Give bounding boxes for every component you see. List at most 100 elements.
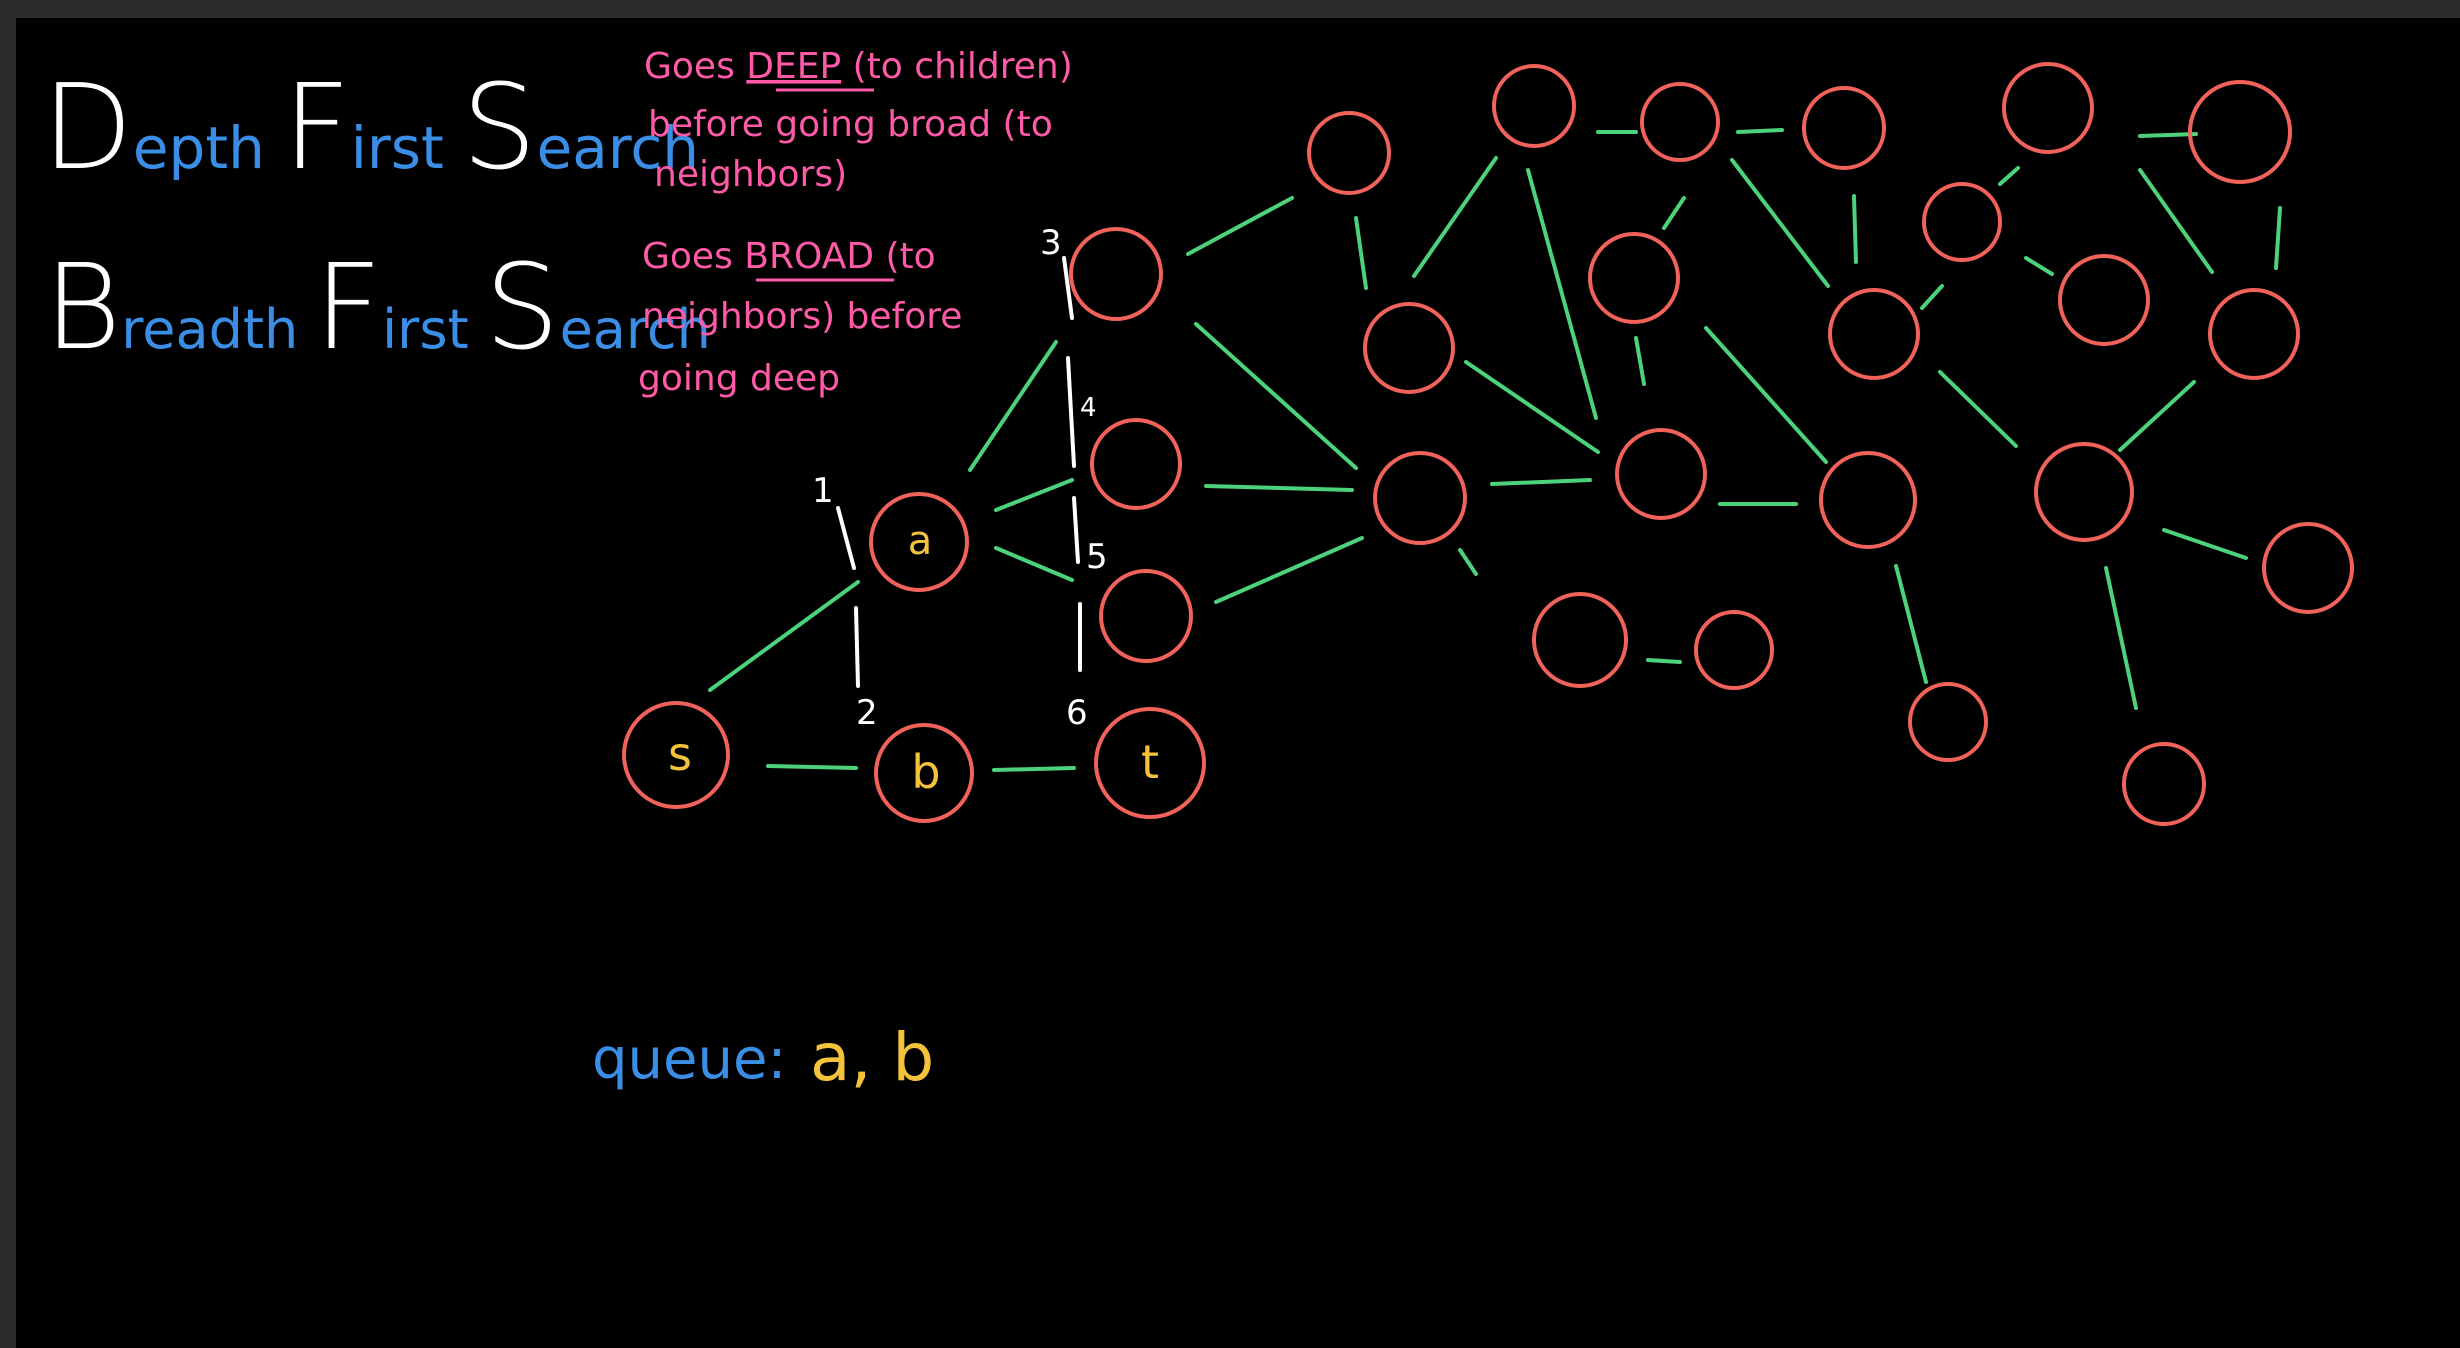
bfs-note-suffix: (to xyxy=(874,236,936,277)
order-mark-4 xyxy=(1066,356,1076,468)
bfs-title-letter-f: F xyxy=(314,238,382,376)
edge-r1-r5 xyxy=(2138,132,2198,138)
node-c2 xyxy=(1640,82,1720,162)
edge-c1-c6 xyxy=(1526,168,1598,420)
bfs-note-prefix: Goes xyxy=(642,236,744,277)
queue: queue: a, b xyxy=(592,1019,934,1096)
node-c8 xyxy=(1694,610,1774,690)
edge-m1-m3 xyxy=(1354,216,1368,290)
edge-c10-c11 xyxy=(1894,564,1928,684)
node-c1 xyxy=(1492,64,1576,148)
svg-text:Goes BROAD (to: Goes BROAD (to xyxy=(642,236,936,277)
order-mark-3 xyxy=(1062,256,1074,320)
edge-s-b xyxy=(766,764,858,770)
dfs-title-word-earch: earch xyxy=(537,114,699,182)
node-c10 xyxy=(1819,451,1917,549)
node-m5 xyxy=(1373,451,1467,545)
edge-r2-r3 xyxy=(2024,256,2054,276)
node-c6 xyxy=(1615,428,1707,520)
bfs-note-broad: BROAD xyxy=(744,236,874,277)
dfs-title-letter-f: F xyxy=(283,58,351,196)
dfs-note-prefix: Goes xyxy=(644,46,746,87)
dfs-note-line2: before going broad (to xyxy=(648,104,1053,145)
edge-m5-c7 xyxy=(1458,548,1478,576)
node-n3 xyxy=(1099,569,1193,663)
node-r4 xyxy=(2034,442,2134,542)
edges xyxy=(708,128,2282,772)
bfs-title-word-irst: irst xyxy=(382,298,469,361)
edge-c3-c9 xyxy=(1852,194,1858,264)
edge-c2-c4 xyxy=(1662,196,1686,230)
order-number-4: 4 xyxy=(1080,393,1097,423)
order-number-3: 3 xyxy=(1040,223,1062,263)
order-mark-1 xyxy=(836,506,856,570)
edge-r1-r6 xyxy=(2138,168,2214,274)
edge-r2-r1 xyxy=(1998,166,2020,186)
edge-n3-m5 xyxy=(1214,536,1364,604)
node-c11 xyxy=(1908,682,1988,762)
edge-s-a xyxy=(708,580,860,692)
edge-c4-c6 xyxy=(1634,336,1646,386)
order-number-6: 6 xyxy=(1066,693,1088,733)
bfs-note-line3: going deep xyxy=(638,358,840,399)
dfs-note-line3: neighbors) xyxy=(654,154,847,195)
dfs-title: Depth First Search xyxy=(42,58,699,196)
edge-c9-r2 xyxy=(1920,284,1944,310)
dfs-title-letter-d: D xyxy=(42,58,133,196)
bfs-title-letter-b: B xyxy=(44,238,121,376)
node-a xyxy=(869,492,969,592)
order-number-1: 1 xyxy=(812,471,834,511)
edge-n1-m5 xyxy=(1194,322,1358,470)
edge-r4-r8 xyxy=(2104,566,2138,710)
edge-a-n1 xyxy=(968,340,1058,472)
node-m1 xyxy=(1307,111,1391,195)
node-label-t: t xyxy=(1141,735,1159,789)
node-c9 xyxy=(1828,288,1920,380)
edge-c4-c10 xyxy=(1704,326,1828,464)
node-t xyxy=(1094,707,1206,819)
dfs-note-suffix: (to children) xyxy=(841,46,1073,87)
edge-n2-m5 xyxy=(1204,484,1354,492)
dfs-note-deep: DEEP xyxy=(746,46,841,87)
order-mark-2 xyxy=(854,606,860,688)
order-numbers: 1 2 3 4 5 6 xyxy=(812,223,1108,733)
bfs-note-line2: neighbors) before xyxy=(642,296,962,337)
order-number-2: 2 xyxy=(856,693,878,733)
edge-r4-r7 xyxy=(2162,528,2248,560)
dfs-title-word-epth: epth xyxy=(133,114,265,182)
queue-items: a, b xyxy=(810,1019,934,1096)
node-c4 xyxy=(1588,232,1680,324)
bfs-title-letter-s: S xyxy=(485,238,560,376)
node-r1 xyxy=(2002,62,2094,154)
dfs-title-word-irst: irst xyxy=(351,114,444,182)
dfs-title-letter-s: S xyxy=(462,58,537,196)
bfs-title-word-readth: readth xyxy=(121,298,298,361)
edge-c2-c9 xyxy=(1730,158,1830,288)
edge-c2-c3 xyxy=(1736,128,1784,134)
dfs-note: Goes DEEP (to children) before going bro… xyxy=(644,46,1073,195)
node-n2 xyxy=(1090,418,1182,510)
edge-n1-m1 xyxy=(1186,196,1294,256)
order-number-5: 5 xyxy=(1086,537,1108,577)
node-r2 xyxy=(1922,182,2002,262)
node-m3 xyxy=(1363,302,1455,394)
node-s xyxy=(622,701,730,809)
edge-a-n3 xyxy=(994,546,1074,582)
node-r5 xyxy=(2188,80,2292,184)
order-mark-5 xyxy=(1072,496,1080,564)
bfs-note: Goes BROAD (to neighbors) before going d… xyxy=(638,236,962,399)
edge-a-n2 xyxy=(994,478,1074,512)
node-r3 xyxy=(2058,254,2150,346)
edge-c9-r4 xyxy=(1938,370,2018,448)
edge-m3-c1 xyxy=(1412,156,1498,278)
node-r6 xyxy=(2208,288,2300,380)
node-label-a: a xyxy=(908,518,933,564)
svg-text:Goes DEEP (to children): Goes DEEP (to children) xyxy=(644,46,1073,87)
node-b xyxy=(874,723,974,823)
node-label-s: s xyxy=(668,727,692,781)
